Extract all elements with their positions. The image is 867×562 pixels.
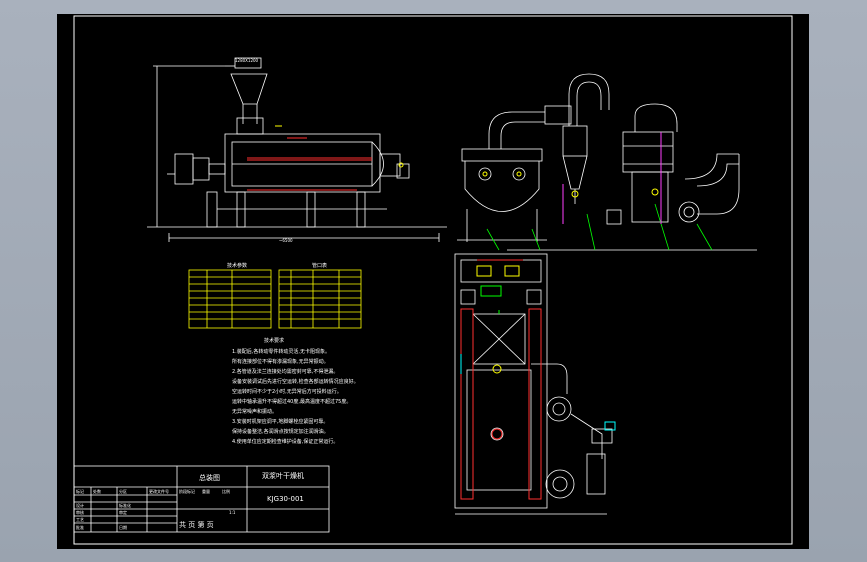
- hopper-dim: 1280X1200: [235, 58, 259, 63]
- assembly-drawing: ~6500 1280X1200: [73, 15, 793, 545]
- header-cell: 更改文件号: [149, 488, 169, 494]
- row-label: 标准化: [119, 502, 131, 508]
- row-label: 日期: [119, 524, 127, 530]
- tech-requirements-heading: 技术要求: [264, 337, 284, 344]
- front-elevation-accents: [247, 137, 372, 191]
- tech-line: 运转中轴承温升不得超过40度,最高温度不超过75度。: [232, 398, 351, 405]
- tech-line: 设备安装调试后先进行空运转,检查各部运转情况应良好。: [232, 378, 359, 385]
- leader-lines: [486, 203, 713, 251]
- drawing-title: 总装图: [199, 473, 220, 482]
- tech-line: 3.安装时机架应调平,地脚螺栓应紧固可靠。: [232, 418, 328, 425]
- row-label: 审定: [119, 509, 127, 515]
- machine-name: 双浆叶干燥机: [262, 471, 304, 480]
- nozzle-table: [278, 269, 362, 329]
- nozzle-table-title: 管口表: [312, 262, 327, 269]
- tech-line: 保持设备整洁,各润滑点按规定加注润滑油。: [232, 428, 329, 435]
- row-label: 设计: [76, 502, 84, 508]
- tech-line: 4.使用单位应定期检查维护设备,保证正常运行。: [232, 438, 338, 445]
- side-view-and-ducts: [457, 73, 757, 251]
- header-cell: 分区: [119, 488, 127, 494]
- drawing-sheet: ~6500 1280X1200: [57, 14, 809, 549]
- parameter-table: [188, 269, 272, 329]
- row-label: 工艺: [76, 517, 84, 522]
- plan-view-accents: [460, 259, 542, 500]
- tech-requirements: 技术要求 1.装配后,各转动零件转动灵活,无卡阻现象。 所有连接部位不得有渗漏现…: [232, 337, 359, 445]
- row-label: 审核: [76, 509, 84, 515]
- tech-line: 1.装配后,各转动零件转动灵活,无卡阻现象。: [232, 348, 330, 355]
- cyclone-highlights: [482, 171, 659, 198]
- overall-length-dim: ~6500: [279, 238, 293, 243]
- row-label: 批准: [76, 524, 84, 530]
- front-elevation: [147, 57, 447, 242]
- tech-line: 2.各管道及法兰连接处均需密封可靠,不得泄漏。: [232, 368, 338, 375]
- header-cell: 处数: [93, 488, 101, 494]
- title-block: [73, 465, 330, 533]
- stage-cell: 比例: [222, 488, 230, 494]
- drawing-number: KJG30-001: [267, 495, 304, 503]
- tech-line: 无异常噪声和振动。: [232, 408, 277, 415]
- tech-line: 所有连接部位不得有渗漏现象,无异常振动。: [232, 358, 329, 365]
- scale: 1:1: [229, 510, 236, 515]
- plan-view: [454, 253, 613, 515]
- header-cell: 标记: [76, 488, 84, 494]
- stage-cell: 阶段标记: [179, 488, 195, 494]
- parameter-table-title: 技术参数: [227, 262, 247, 269]
- sheet-count: 共 页 第 页: [179, 520, 214, 529]
- stage-cell: 重量: [202, 488, 210, 494]
- tech-line: 空运转时间不少于2小时,无异常后方可投料运行。: [232, 388, 342, 395]
- drawing-frame: [73, 15, 793, 545]
